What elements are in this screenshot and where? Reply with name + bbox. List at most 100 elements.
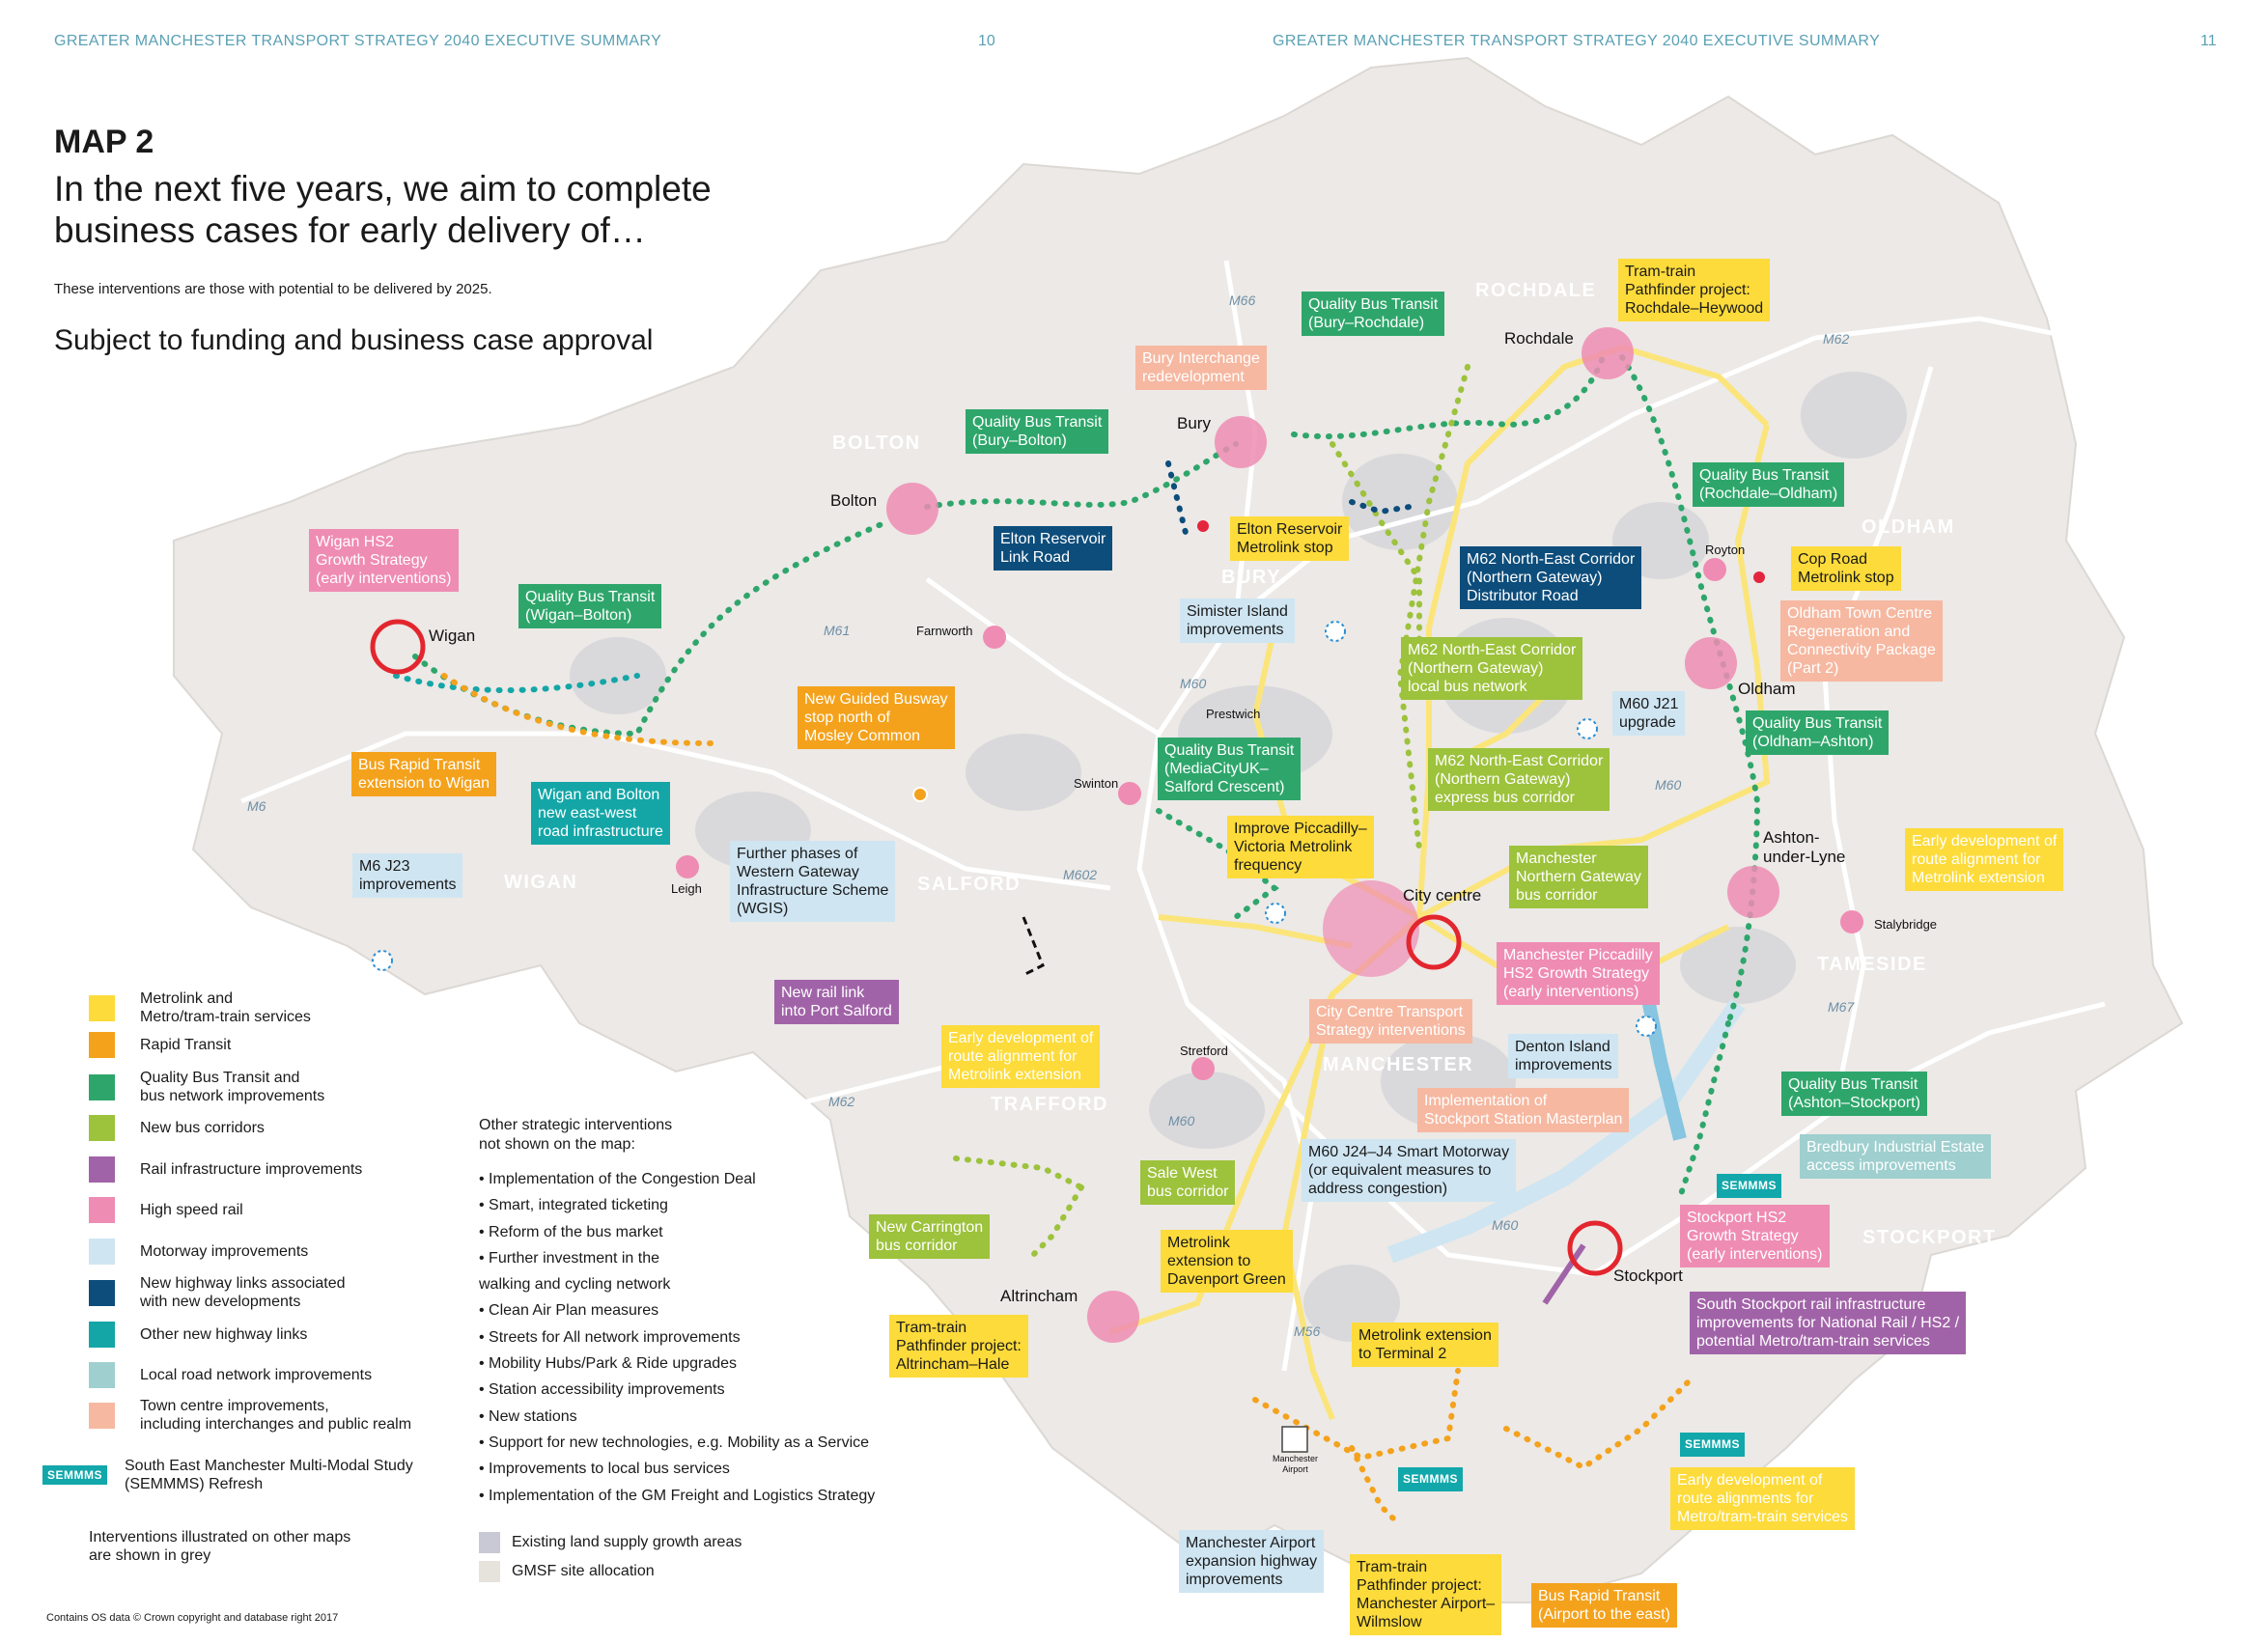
land-existing-label: Existing land supply growth areas (512, 1534, 742, 1550)
label-city-centre-transport: City Centre Transport Strategy intervent… (1309, 999, 1472, 1044)
qbt-bury-rochdale (1291, 354, 1606, 440)
headline: In the next five years, we aim to comple… (54, 169, 712, 250)
label-terminal2: Metrolink extension to Terminal 2 (1352, 1323, 1498, 1367)
label-smart-motorway: M60 J24–J4 Smart Motorway (or equivalent… (1302, 1139, 1517, 1202)
legend-item: Local road network improvements (89, 1362, 372, 1388)
legend-item: Rail infrastructure improvements (89, 1156, 362, 1183)
legend-label: Local road network improvements (140, 1367, 373, 1383)
motorway-m61: M61 (824, 623, 851, 638)
label-picc-victoria: Improve Piccadilly– Victoria Metrolink f… (1227, 816, 1374, 878)
place-bury: Bury (1177, 414, 1211, 432)
motorway-m66: M66 (1229, 292, 1256, 308)
legend-item: Rapid Transit (89, 1032, 231, 1058)
label-guided-busway: New Guided Busway stop north of Mosley C… (798, 686, 955, 749)
other-intervention-item: Smart, integrated ticketing (479, 1192, 875, 1218)
label-denton-island: Denton Island improvements (1508, 1034, 1619, 1078)
other-intervention-item: Implementation of the GM Freight and Log… (479, 1483, 875, 1509)
legend-semmms-badge: SEMMMS (42, 1465, 107, 1485)
place-ashton: Ashton- under-Lyne (1763, 828, 1846, 866)
label-qbt-mediacity: Quality Bus Transit (MediaCityUK– Salfor… (1158, 738, 1302, 800)
label-davenport: Metrolink extension to Davenport Green (1161, 1230, 1293, 1293)
district-wigan: WIGAN (504, 872, 578, 893)
other-intervention-item: New stations (479, 1404, 875, 1430)
qbt-bury-bolton (924, 441, 1239, 510)
m62-local-bus (1330, 441, 1422, 679)
other-intervention-item: Support for new technologies, e.g. Mobil… (479, 1430, 875, 1456)
legend-label: New bus corridors (140, 1120, 265, 1136)
legend-swatch (89, 1279, 115, 1306)
label-wigan-hs2: Wigan HS2 Growth Strategy (early interve… (309, 529, 459, 592)
copyright-footer: Contains OS data © Crown copyright and d… (46, 1612, 339, 1624)
label-mcr-northern-gateway: Manchester Northern Gateway bus corridor (1509, 846, 1648, 908)
qbt-mediacity (1156, 808, 1279, 920)
motorway-m60-e: M60 (1655, 777, 1682, 793)
district-trafford: TRAFFORD (991, 1094, 1108, 1115)
place-airport: Manchester Airport (1273, 1454, 1319, 1474)
motorway-m602: M602 (1063, 867, 1098, 882)
header-title-right: GREATER MANCHESTER TRANSPORT STRATEGY 20… (1273, 33, 1881, 49)
place-farnworth: Farnworth (916, 624, 973, 638)
district-bolton: BOLTON (832, 432, 921, 454)
header-title-left: GREATER MANCHESTER TRANSPORT STRATEGY 20… (54, 33, 662, 49)
label-wgis: Further phases of Western Gateway Infras… (730, 841, 896, 922)
district-rochdale: ROCHDALE (1475, 280, 1597, 301)
other-intervention-item: Mobility Hubs/Park & Ride upgrades (479, 1351, 875, 1377)
place-stockport: Stockport (1613, 1267, 1683, 1285)
south-stockport-rail (1542, 1243, 1586, 1305)
label-mcr-piccadilly-hs2: Manchester Piccadilly HS2 Growth Strateg… (1497, 942, 1660, 1005)
legend-swatch (89, 1032, 115, 1058)
label-elton-link: Elton Reservoir Link Road (994, 526, 1113, 571)
legend-item: Town centre improvements, including inte… (89, 1397, 411, 1434)
metrolink-stops (1197, 520, 1765, 583)
elton-link (1165, 460, 1190, 543)
legend-item: New highway links associated with new de… (89, 1274, 346, 1311)
other-interventions-list: Implementation of the Congestion Deal Sm… (479, 1166, 875, 1509)
label-qbt-bury-bolton: Quality Bus Transit (Bury–Bolton) (966, 409, 1109, 454)
label-port-salford: New rail link into Port Salford (774, 980, 899, 1024)
motorway-m60-sw: M60 (1168, 1113, 1195, 1128)
legend-label: New highway links associated with new de… (140, 1275, 346, 1310)
legend-swatch (89, 994, 115, 1021)
land-gmsf-row: GMSF site allocation (479, 1561, 655, 1582)
land-existing-swatch (479, 1532, 500, 1553)
motorway-m62-ne: M62 (1823, 331, 1850, 347)
label-simister: Simister Island improvements (1180, 599, 1295, 643)
label-carrington: New Carrington bus corridor (869, 1214, 991, 1259)
place-city-centre: City centre (1403, 886, 1482, 905)
label-early-metrolink-ext-sw: Early development of route alignment for… (941, 1025, 1101, 1088)
legend-swatch (89, 1362, 115, 1388)
legend-swatch (89, 1115, 115, 1141)
motorway-m60-s: M60 (1492, 1217, 1519, 1233)
legend-item: Motorway improvements (89, 1239, 308, 1265)
label-early-metro-tram: Early development of route alignments fo… (1670, 1467, 1855, 1530)
place-bolton: Bolton (830, 491, 878, 510)
label-cop-road: Cop Road Metrolink stop (1791, 546, 1901, 591)
legend-grey-label: Interventions illustrated on other maps … (89, 1529, 351, 1564)
label-brt-wigan: Bus Rapid Transit extension to Wigan (351, 752, 497, 796)
wigan-bolton-road (393, 673, 640, 693)
district-tameside: TAMESIDE (1817, 954, 1927, 975)
place-oldham: Oldham (1738, 680, 1796, 698)
land-existing-row: Existing land supply growth areas (479, 1532, 742, 1553)
other-intervention-item: Implementation of the Congestion Deal (479, 1166, 875, 1192)
legend-item-semmms: SEMMMS South East Manchester Multi-Modal… (42, 1457, 413, 1493)
label-brt-airport-east: Bus Rapid Transit (Airport to the east) (1531, 1583, 1677, 1628)
busway-stop-marker (912, 787, 928, 802)
semmms-badge-1: SEMMMS (1717, 1174, 1781, 1198)
qbt-ashton-stockport (1677, 1020, 1731, 1200)
label-m62-express-bus: M62 North-East Corridor (Northern Gatewa… (1428, 748, 1610, 811)
legend-item: High speed rail (89, 1197, 243, 1223)
motorway-m62-w: M62 (828, 1094, 855, 1109)
legend-label: Quality Bus Transit and bus network impr… (140, 1070, 325, 1104)
page-number-left: 10 (978, 33, 995, 49)
legend-label: Motorway improvements (140, 1243, 309, 1260)
label-qbt-oldham-ashton: Quality Bus Transit (Oldham–Ashton) (1746, 710, 1890, 755)
semmms-badge-3: SEMMMS (1680, 1433, 1745, 1457)
label-airport-highway: Manchester Airport expansion highway imp… (1179, 1530, 1325, 1593)
label-elton-stop: Elton Reservoir Metrolink stop (1230, 516, 1350, 561)
legend-label: Rail infrastructure improvements (140, 1161, 363, 1178)
land-gmsf-swatch (479, 1561, 500, 1582)
legend-label: Other new highway links (140, 1326, 308, 1343)
place-stalybridge: Stalybridge (1874, 917, 1938, 932)
legend-swatch (89, 1402, 115, 1429)
